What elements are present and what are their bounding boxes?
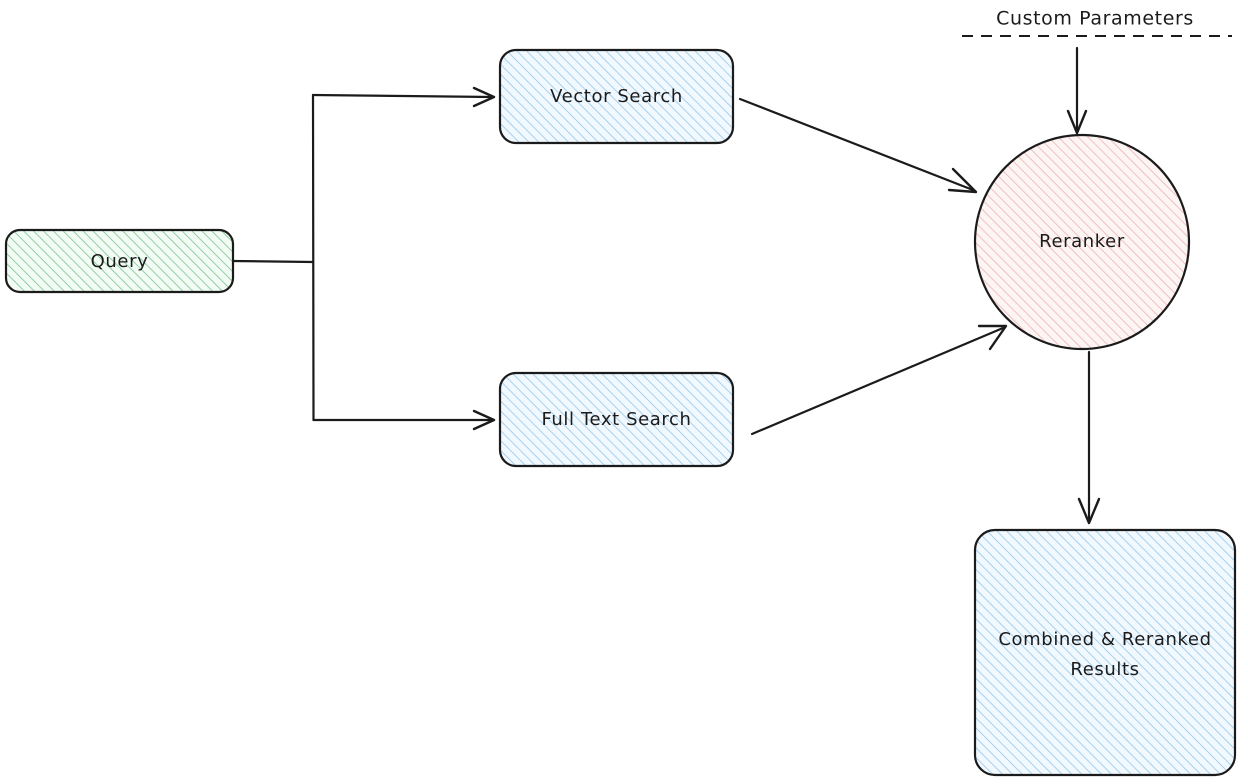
- query-label: Query: [91, 251, 149, 272]
- branch-vertical-line: [311, 93, 315, 422]
- vector-search-box: [498, 48, 735, 145]
- node-query[interactable]: Query: [4, 228, 235, 294]
- node-reranker[interactable]: Reranker: [973, 133, 1191, 351]
- vector-search-label: Vector Search: [550, 86, 683, 107]
- combined-results-label-line-2: Results: [1070, 659, 1139, 680]
- combined-results-label-line-1: Combined & Reranked: [998, 629, 1211, 650]
- branch-to-vector-search-line: [311, 93, 494, 99]
- custom-parameters-label: Custom Parameters: [996, 8, 1194, 30]
- reranker-to-combined-results-arrowhead: [1077, 497, 1101, 525]
- node-full-text-search[interactable]: Full Text Search: [498, 371, 735, 468]
- query-to-branch-line: [231, 259, 315, 264]
- node-vector-search[interactable]: Vector Search: [498, 48, 735, 145]
- node-combined-results[interactable]: Combined & Reranked Results: [973, 528, 1237, 777]
- branch-to-full-text-search-arrowhead: [472, 409, 496, 431]
- annotation-custom-parameters: Custom Parameters: [962, 8, 1232, 37]
- vector-search-to-reranker-arrowhead: [947, 167, 978, 194]
- edge-reranker-to-combined-results: [1077, 350, 1101, 525]
- reranker-circle: [973, 133, 1191, 351]
- edge-full-text-search-to-reranker: [750, 324, 1008, 436]
- edge-query-to-branch: [231, 259, 315, 264]
- edge-branch-spine: [311, 93, 315, 422]
- edge-custom-parameters-to-reranker: [1066, 46, 1088, 135]
- custom-parameters-to-reranker-arrowhead: [1066, 109, 1088, 135]
- edge-branch-to-vector-search: [311, 86, 496, 108]
- combined-results-box: [973, 528, 1237, 777]
- edge-branch-to-full-text-search: [312, 409, 496, 431]
- vector-search-to-reranker-line: [738, 97, 975, 192]
- full-text-search-box: [498, 371, 735, 468]
- reranker-label: Reranker: [1039, 231, 1125, 252]
- full-text-search-label: Full Text Search: [541, 409, 691, 430]
- full-text-search-to-reranker-line: [750, 326, 1005, 436]
- edge-vector-search-to-reranker: [738, 97, 978, 194]
- branch-to-vector-search-arrowhead: [472, 86, 496, 108]
- full-text-search-to-reranker-arrowhead: [977, 324, 1008, 351]
